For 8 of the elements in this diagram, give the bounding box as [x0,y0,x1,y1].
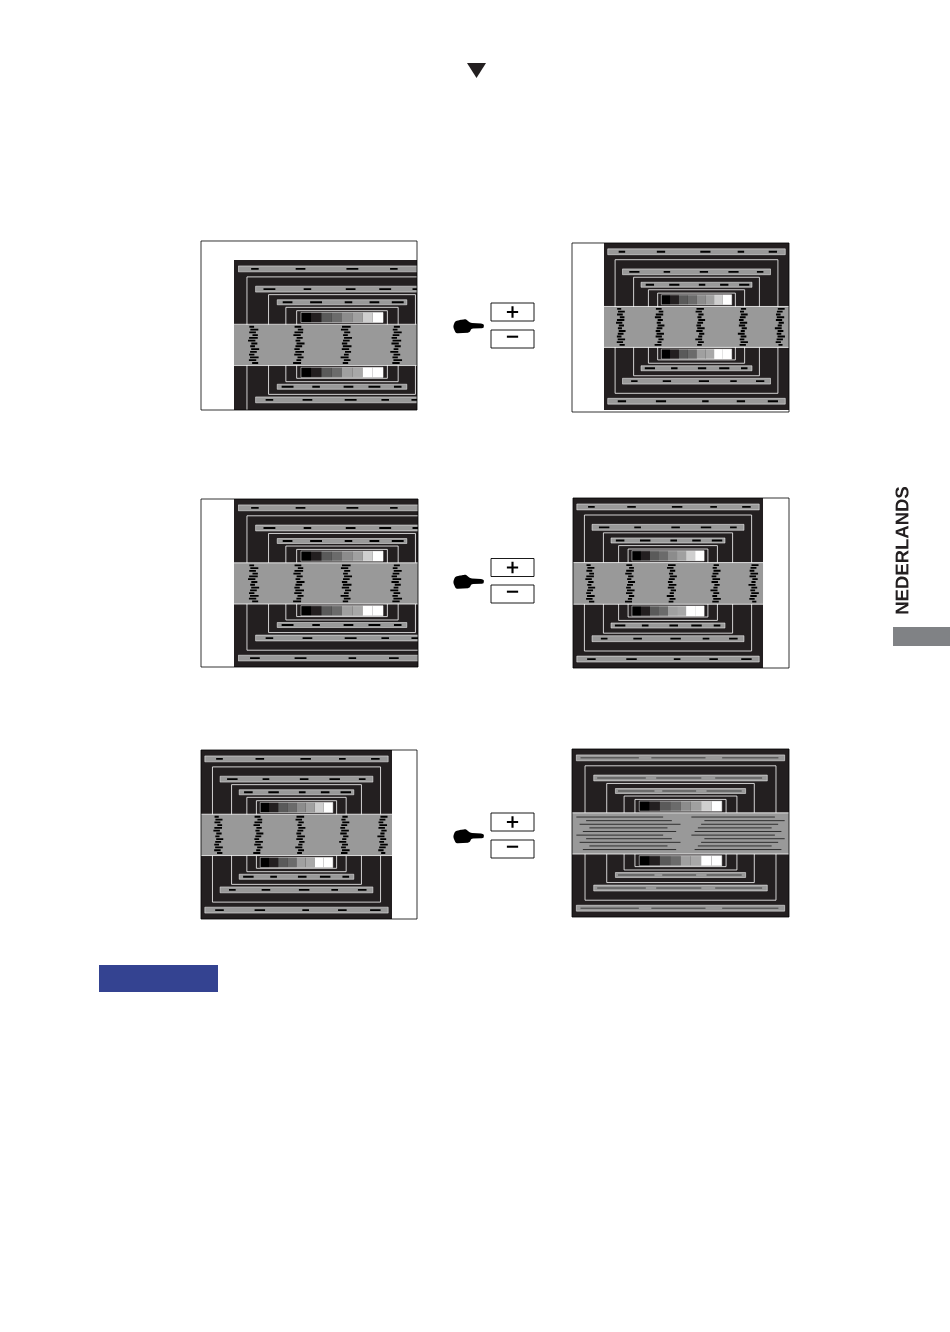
key-button: + [490,302,535,322]
key-button: + [490,558,535,577]
key-button: − [490,839,535,859]
key-button: − [490,584,535,604]
language-label: NEDERLANDS [895,487,909,614]
key-button: + [490,812,535,832]
key-button: − [490,329,535,349]
heading-bar [99,965,218,992]
